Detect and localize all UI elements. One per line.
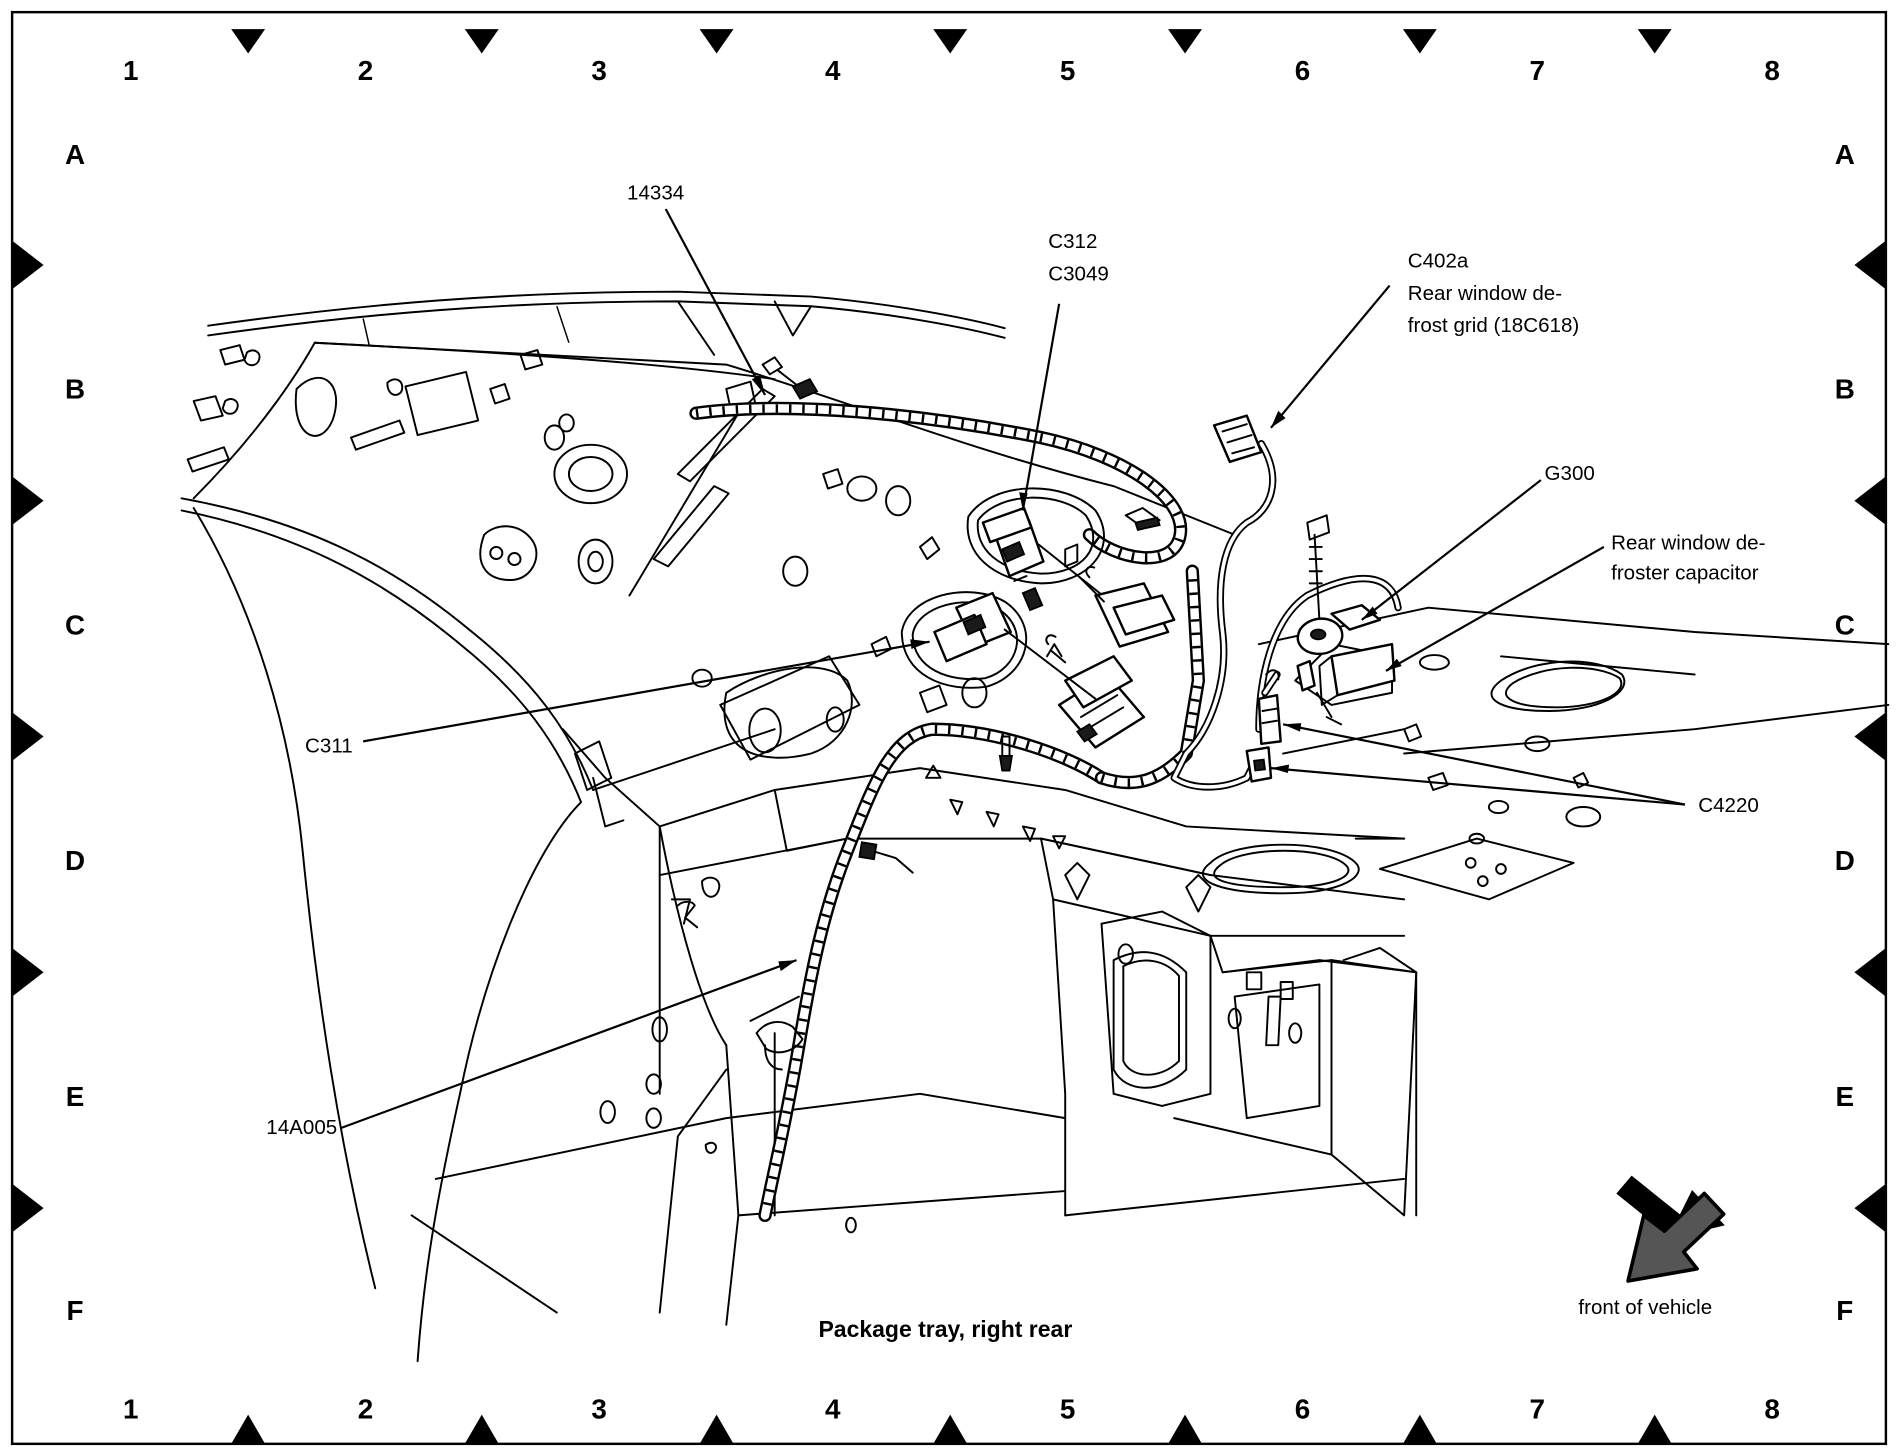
- grid-row-label-left-B: B: [65, 374, 85, 405]
- label-c4220: C4220: [1698, 794, 1759, 817]
- defroster-capacitor: [1296, 642, 1396, 726]
- grid-marker-top-6: [1402, 29, 1437, 54]
- front-of-vehicle-arrow-icon: [1616, 1175, 1726, 1283]
- grid-marker-right-1: [1854, 240, 1886, 290]
- grid-marker-right-2: [1854, 476, 1886, 526]
- grid-marker-bottom-4: [933, 1414, 968, 1444]
- label-c3049: C3049: [1048, 263, 1109, 286]
- harness-14334: [689, 356, 1188, 565]
- grid-marker-top-2: [464, 29, 499, 54]
- c402a-connector: [1212, 414, 1263, 464]
- grid-marker-left-1: [12, 240, 44, 290]
- grid-marker-top-4: [933, 29, 968, 54]
- grid-row-label-right-F: F: [1836, 1295, 1853, 1326]
- diagram-caption: Package tray, right rear: [818, 1316, 1072, 1342]
- grid-column-label-top-8: 8: [1764, 55, 1779, 86]
- grid-row-label-right-C: C: [1835, 609, 1855, 640]
- grid-marker-bottom-6: [1402, 1414, 1437, 1444]
- grid-marker-bottom-5: [1168, 1414, 1202, 1444]
- grid-marker-right-4: [1854, 947, 1886, 997]
- grid-row-label-left-E: E: [66, 1081, 85, 1112]
- grid-marker-bottom-7: [1637, 1414, 1672, 1444]
- c3049-connector: [1045, 634, 1146, 749]
- callout-labels: 14334 C312 C3049 C402a Rear window de- f…: [266, 181, 1765, 1139]
- label-14334: 14334: [627, 181, 684, 204]
- grid-column-label-bottom-6: 6: [1295, 1393, 1310, 1424]
- grid-row-label-left-F: F: [67, 1295, 84, 1326]
- grid-row-label-left-D: D: [65, 845, 85, 876]
- grid-column-label-top-7: 7: [1530, 55, 1545, 86]
- callout-leaders: [340, 208, 1686, 1129]
- grid-column-label-top-6: 6: [1295, 55, 1310, 86]
- grid-marker-left-3: [12, 712, 44, 761]
- grid-marker-top-5: [1168, 29, 1202, 54]
- grid-column-label-top-1: 1: [123, 55, 138, 86]
- label-c312: C312: [1048, 230, 1097, 253]
- grid-column-label-bottom-2: 2: [358, 1393, 373, 1424]
- package-tray-structure: [180, 290, 1890, 1363]
- grid-row-label-left-A: A: [65, 139, 85, 170]
- front-of-vehicle-label: front of vehicle: [1578, 1296, 1712, 1319]
- grid-marker-left-4: [12, 947, 44, 997]
- grid-marker-bottom-2: [464, 1414, 499, 1444]
- label-capacitor-line1: Rear window de-: [1611, 531, 1765, 554]
- grid-column-label-bottom-7: 7: [1530, 1393, 1545, 1424]
- label-defrost-grid-line1: Rear window de-: [1408, 282, 1562, 305]
- grid-marker-bottom-1: [231, 1414, 266, 1444]
- label-g300: G300: [1545, 462, 1595, 485]
- grid-row-label-right-B: B: [1835, 374, 1855, 405]
- grid-marker-top-1: [231, 29, 266, 54]
- grid-marker-left-5: [12, 1183, 44, 1233]
- grid-row-label-right-E: E: [1835, 1081, 1854, 1112]
- grid-marker-bottom-3: [699, 1414, 734, 1444]
- grid-markers: [12, 29, 1886, 1444]
- grid-column-label-top-3: 3: [591, 55, 606, 86]
- grid-column-label-bottom-4: 4: [825, 1393, 841, 1424]
- defrost-wire: [1170, 439, 1402, 791]
- grid-column-label-top-2: 2: [358, 55, 373, 86]
- label-c311: C311: [305, 734, 353, 757]
- c4220-connector: [1245, 669, 1282, 783]
- grid-column-label-bottom-5: 5: [1060, 1393, 1075, 1424]
- c311-connector: [900, 575, 1097, 700]
- grid-column-label-top-5: 5: [1060, 55, 1075, 86]
- grid-marker-right-5: [1854, 1183, 1886, 1233]
- grid-column-label-bottom-1: 1: [123, 1393, 138, 1424]
- grid-marker-right-3: [1854, 712, 1886, 761]
- grid-marker-top-7: [1637, 29, 1672, 54]
- label-capacitor-line2: froster capacitor: [1611, 562, 1759, 585]
- grid-row-label-left-C: C: [65, 609, 85, 640]
- grid-row-label-right-A: A: [1835, 139, 1855, 170]
- grid-column-label-bottom-8: 8: [1764, 1393, 1779, 1424]
- grid-column-label-bottom-3: 3: [591, 1393, 606, 1424]
- label-14a005: 14A005: [266, 1116, 337, 1139]
- g300-ground: [1296, 514, 1382, 656]
- label-c402a: C402a: [1408, 249, 1469, 272]
- grid-column-label-top-4: 4: [825, 55, 841, 86]
- grid-marker-top-3: [699, 29, 734, 54]
- label-defrost-grid-line2: frost grid (18C618): [1408, 314, 1579, 337]
- grid-row-label-right-D: D: [1835, 845, 1855, 876]
- grid-marker-left-2: [12, 476, 44, 526]
